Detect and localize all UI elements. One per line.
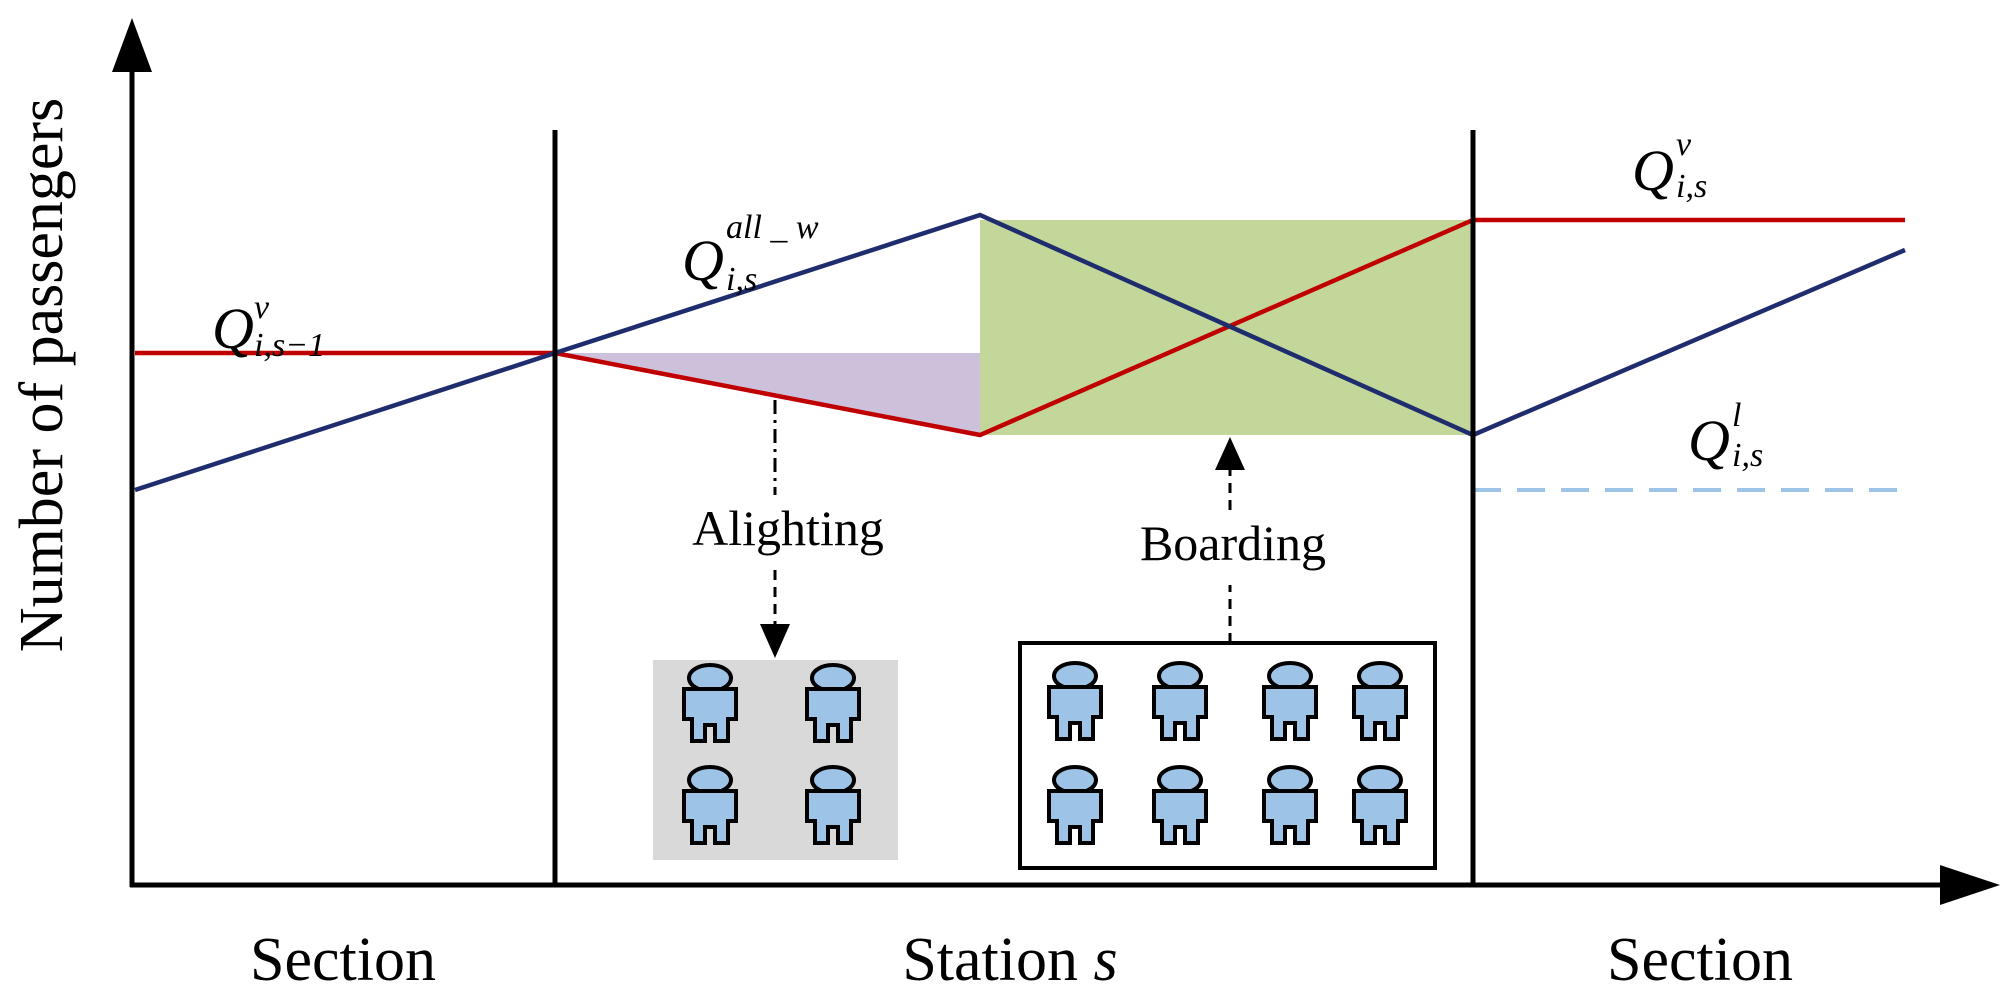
passenger-icon — [682, 765, 738, 845]
onboard-passenger-line — [135, 217, 1905, 438]
svg-text:v: v — [1676, 126, 1692, 163]
boarding-passengers — [1047, 661, 1408, 845]
alighting-arrowhead — [760, 624, 790, 658]
passenger-icon — [1352, 661, 1408, 741]
svg-text:Q: Q — [682, 228, 724, 293]
svg-text:i,s−1: i,s−1 — [254, 327, 325, 364]
passenger-icon — [682, 663, 738, 743]
passenger-icon — [1152, 661, 1208, 741]
passenger-icon — [1352, 765, 1408, 845]
passenger-icon — [1047, 661, 1103, 741]
label-q-l: Q l i,s — [1688, 397, 1763, 474]
boarding-label: Boarding — [1140, 515, 1326, 571]
station-label: Station s — [902, 926, 1117, 994]
y-axis-label: Number of passengers — [8, 98, 76, 652]
svg-text:Q: Q — [1632, 138, 1674, 203]
svg-text:i,s: i,s — [1676, 168, 1707, 205]
y-axis-arrow — [112, 18, 152, 72]
section-label-right: Section — [1607, 926, 1793, 994]
passenger-icon — [1152, 765, 1208, 845]
label-q-all-w: Q all _ w i,s — [682, 209, 819, 298]
alighting-label: Alighting — [692, 500, 884, 556]
svg-text:Q: Q — [212, 296, 254, 361]
passenger-icon — [805, 663, 861, 743]
passenger-icon — [805, 765, 861, 845]
station-label-prefix: Station — [902, 926, 1093, 994]
label-q-prev: Q v i,s−1 — [212, 289, 325, 364]
svg-text:l: l — [1732, 397, 1741, 434]
section-label-left: Section — [250, 926, 436, 994]
waiting-passenger-line — [134, 212, 1906, 493]
svg-text:v: v — [254, 289, 270, 326]
alighting-passengers — [682, 663, 861, 845]
svg-text:i,s: i,s — [1732, 437, 1763, 474]
svg-text:i,s: i,s — [726, 261, 757, 298]
passenger-icon — [1262, 661, 1318, 741]
passenger-icon — [1047, 765, 1103, 845]
svg-text:Q: Q — [1688, 408, 1730, 473]
boarding-arrowhead — [1215, 437, 1245, 470]
x-axis-arrow — [1940, 865, 2000, 905]
label-q-v: Q v i,s — [1632, 126, 1707, 205]
svg-text:all _ w: all _ w — [726, 209, 819, 246]
station-label-var: s — [1094, 926, 1118, 994]
passenger-icon — [1262, 765, 1318, 845]
